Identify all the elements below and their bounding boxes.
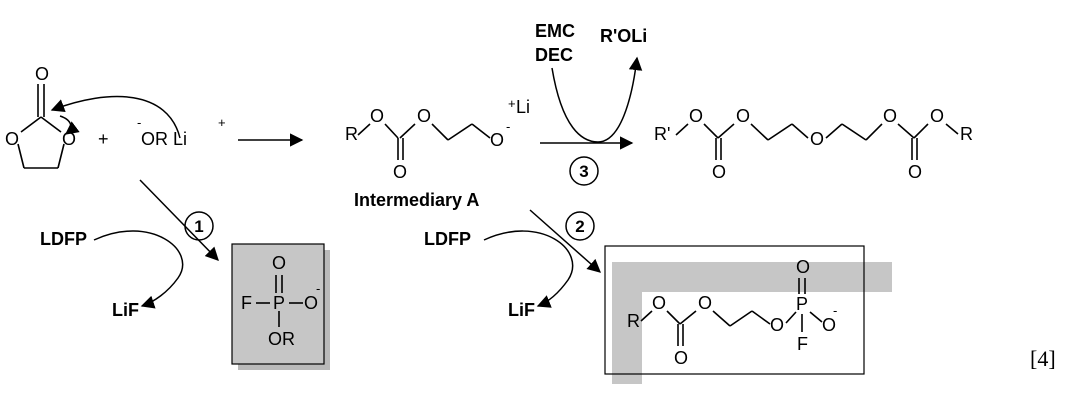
plus-sign: + — [98, 129, 109, 149]
step3-curved-arrow — [551, 56, 643, 143]
ether-oxygen: O — [736, 106, 750, 126]
lif-label: LiF — [508, 300, 535, 320]
ether-oxygen: O — [689, 106, 703, 126]
r-group: R — [627, 311, 640, 331]
alkoxide-charge: - — [506, 119, 510, 134]
ether-oxygen: O — [810, 129, 824, 149]
step1-arrow — [139, 179, 219, 261]
lif-label: LiF — [112, 300, 139, 320]
step1-circle — [184, 211, 214, 241]
ether-oxygen: O — [370, 106, 384, 126]
fluorine: F — [797, 334, 808, 354]
oxide-oxygen: O — [822, 315, 836, 335]
alkoxide-oxygen: O — [490, 130, 504, 150]
r-prime-group: R' — [654, 124, 670, 144]
ldfp-label: LDFP — [40, 229, 87, 249]
dimer-product: R' O O O O O O O R — [654, 106, 973, 182]
ethylene-carbonate: O O O — [5, 64, 76, 169]
r-group: R — [960, 124, 973, 144]
r-prime-oli-label: R'OLi — [600, 26, 647, 46]
lithium-alkoxide: OR Li — [141, 129, 187, 149]
shade-top — [612, 262, 892, 292]
lithium-charge: + — [218, 115, 226, 130]
oxide-oxygen: O — [304, 293, 318, 313]
lithium-ion: Li — [516, 97, 530, 117]
step2-circle — [565, 211, 595, 241]
fluorophosphate-product: O F P O - OR — [241, 253, 320, 349]
phosphoryl-oxygen: O — [272, 253, 286, 273]
citation-reference: [4] — [1030, 346, 1056, 371]
fluorine: F — [241, 293, 252, 313]
carbonyl-oxygen: O — [712, 162, 726, 182]
dec-label: DEC — [535, 45, 573, 65]
emc-label: EMC — [535, 21, 575, 41]
carbonyl-oxygen: O — [674, 348, 688, 368]
phosphorus: P — [796, 294, 808, 314]
alkoxide-charge: - — [137, 115, 141, 130]
oxide-charge: - — [316, 281, 320, 296]
ether-oxygen: O — [930, 106, 944, 126]
step3-circle — [569, 156, 599, 186]
phosphorus: P — [273, 293, 285, 313]
intermediary-a: R O O O O - + Li — [345, 96, 530, 182]
ether-oxygen: O — [698, 293, 712, 313]
carbonate-phosphate-box — [604, 245, 865, 375]
ring-opening-arrow — [59, 115, 80, 135]
ether-oxygen: O — [652, 293, 666, 313]
shade-left — [612, 262, 642, 384]
step2-arrow — [529, 209, 602, 273]
step2-curved-arrow — [483, 230, 574, 308]
step3-number: 3 — [579, 162, 588, 181]
step2-number: 2 — [575, 217, 584, 236]
ldfp-label: LDFP — [424, 229, 471, 249]
step1-curved-arrow — [93, 230, 184, 309]
carbonyl-oxygen: O — [35, 64, 49, 84]
oxide-charge: - — [833, 303, 837, 318]
carbonate-phosphate-product: R O O O O P O O - F — [627, 257, 837, 368]
alkoxy-group: OR — [268, 329, 295, 349]
nucleophilic-attack-arrow — [50, 95, 181, 139]
carbonyl-oxygen: O — [908, 162, 922, 182]
r-group: R — [345, 124, 358, 144]
ether-oxygen: O — [883, 106, 897, 126]
carbonyl-oxygen: O — [393, 162, 407, 182]
lithium-charge: + — [508, 96, 516, 111]
ester-oxygen: O — [770, 315, 784, 335]
ring-oxygen-left: O — [5, 129, 19, 149]
ether-oxygen: O — [417, 106, 431, 126]
intermediary-a-label: Intermediary A — [354, 190, 479, 210]
phosphoryl-oxygen: O — [796, 257, 810, 277]
phosphate-box — [231, 243, 325, 365]
step1-number: 1 — [194, 217, 203, 236]
